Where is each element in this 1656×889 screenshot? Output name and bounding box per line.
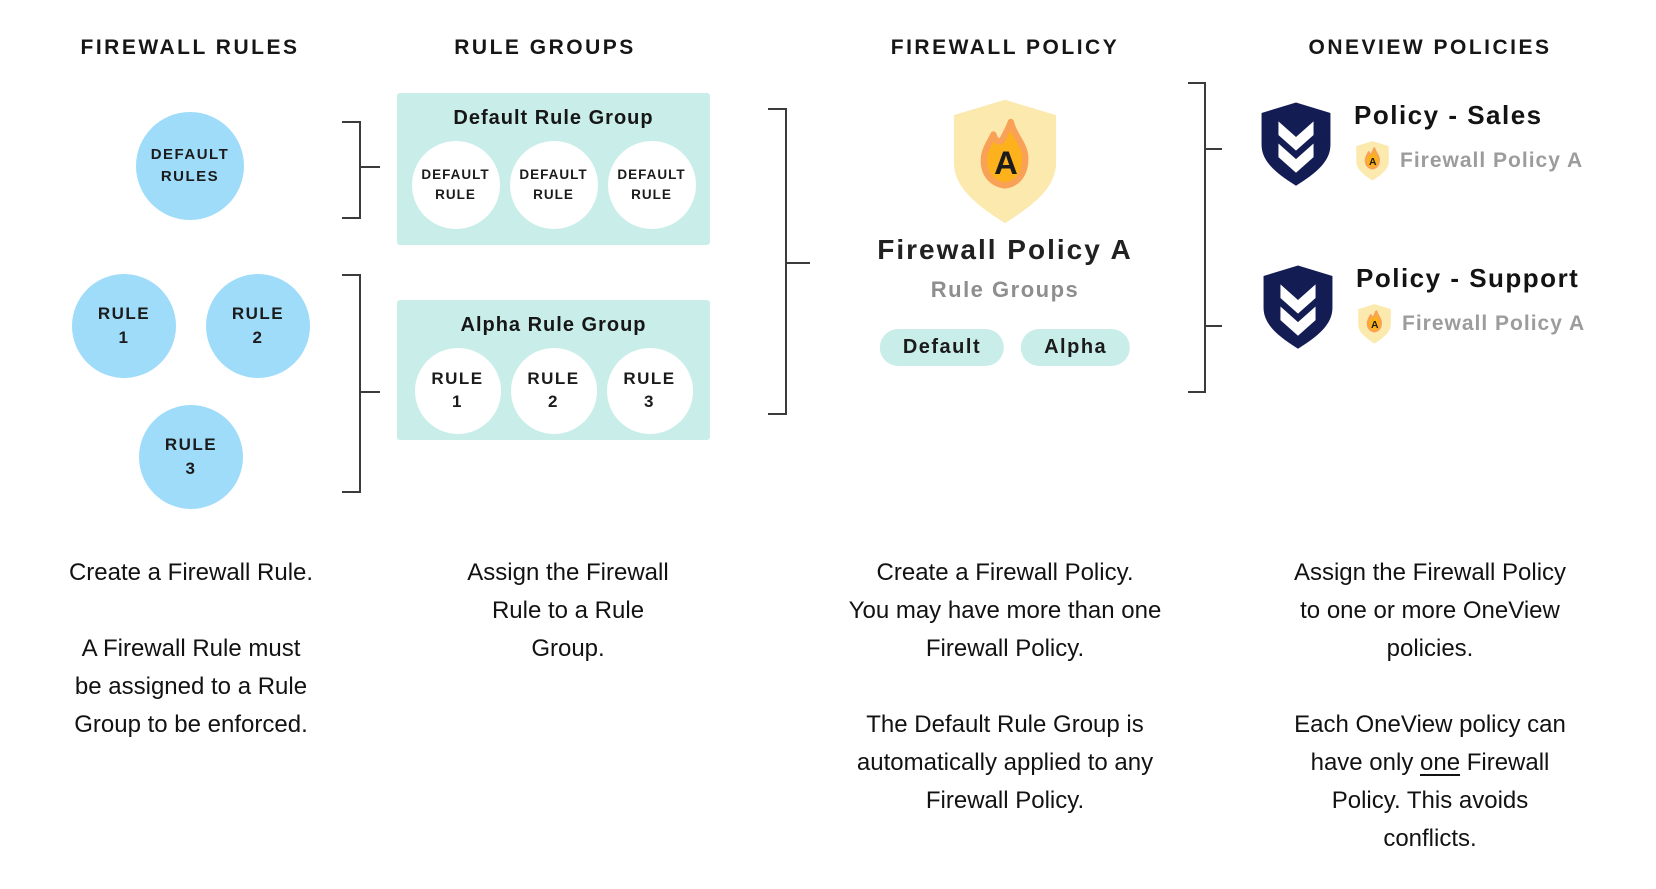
caption-oneview-policies: Assign the Firewall Policy to one or mor… bbox=[1293, 559, 1567, 852]
policy-support-title: Policy - Support bbox=[1356, 263, 1580, 293]
rule-3-group-circle: RULE 3 bbox=[606, 348, 693, 434]
column-header-oneview-policies: ONEVIEW POLICIES bbox=[1308, 36, 1552, 59]
policy-letter: A bbox=[994, 144, 1018, 181]
default-rule-group-box: Default Rule Group DEFAULT RULE DEFAULT … bbox=[397, 93, 710, 245]
rule-3-circle: RULE 3 bbox=[139, 405, 243, 509]
default-rule-circle: DEFAULT RULE bbox=[411, 141, 500, 229]
alpha-rule-group-box: Alpha Rule Group RULE 1 RULE 2 RULE 3 bbox=[397, 300, 710, 440]
rule-groups-subtitle: Rule Groups bbox=[930, 277, 1080, 302]
column-header-firewall-policy: FIREWALL POLICY bbox=[890, 36, 1120, 59]
linked-firewall-policy-label: Firewall Policy A bbox=[1400, 148, 1584, 172]
bracket-groups-to-policy bbox=[768, 108, 810, 415]
rule-2-circle: RULE 2 bbox=[206, 274, 310, 378]
column-header-rule-groups: RULE GROUPS bbox=[454, 36, 636, 59]
firewall-policy-shield-icon: A bbox=[953, 99, 1057, 224]
policy-sales-title: Policy - Sales bbox=[1354, 100, 1543, 130]
column-header-firewall-rules: FIREWALL RULES bbox=[80, 36, 300, 59]
oneview-policy-support: Policy - Support A Firewall Policy A bbox=[1259, 261, 1585, 352]
alpha-rule-group-title: Alpha Rule Group bbox=[460, 314, 647, 336]
svg-text:A: A bbox=[1369, 157, 1377, 168]
rule-1-circle: RULE 1 bbox=[72, 274, 176, 378]
oneview-shield-icon bbox=[1261, 102, 1331, 186]
oneview-policy-sales: Policy - Sales A Firewall Policy A bbox=[1257, 98, 1583, 189]
default-rule-circle: DEFAULT RULE bbox=[607, 141, 696, 229]
rule-group-pills: Default Alpha bbox=[879, 329, 1131, 366]
double-chevron-down-icon bbox=[1278, 121, 1314, 151]
linked-firewall-policy-label: Firewall Policy A bbox=[1402, 311, 1586, 335]
alpha-rule-group-circles: RULE 1 RULE 2 RULE 3 bbox=[414, 348, 693, 434]
svg-text:A: A bbox=[1371, 320, 1379, 331]
flame-icon bbox=[980, 118, 1029, 189]
mini-firewall-policy-shield-icon: A bbox=[1358, 304, 1391, 344]
caption-firewall-rules: Create a Firewall Rule. A Firewall Rule … bbox=[68, 559, 314, 738]
bracket-default-rules-to-default-group bbox=[342, 121, 380, 219]
double-chevron-down-icon bbox=[1280, 284, 1316, 314]
underlined-one: one bbox=[1420, 749, 1461, 776]
rule-2-group-circle: RULE 2 bbox=[510, 348, 597, 434]
default-rule-group-circles: DEFAULT RULE DEFAULT RULE DEFAULT RULE bbox=[411, 141, 696, 229]
caption-firewall-policy: Create a Firewall Policy. You may have m… bbox=[848, 559, 1162, 814]
rule-1-group-circle: RULE 1 bbox=[414, 348, 501, 434]
default-pill: Default bbox=[879, 329, 1005, 366]
caption-rule-groups: Assign the Firewall Rule to a Rule Group… bbox=[467, 559, 669, 662]
default-rule-group-title: Default Rule Group bbox=[453, 107, 654, 129]
alpha-pill: Alpha bbox=[1021, 329, 1131, 366]
oneview-shield-icon bbox=[1263, 265, 1333, 349]
bracket-rules-to-alpha-group bbox=[342, 274, 380, 493]
firewall-policy-title: Firewall Policy A bbox=[877, 234, 1133, 265]
default-rule-circle: DEFAULT RULE bbox=[509, 141, 598, 229]
default-rules-circle: DEFAULT RULES bbox=[136, 112, 244, 220]
bracket-policy-to-oneview bbox=[1188, 82, 1222, 393]
mini-firewall-policy-shield-icon: A bbox=[1356, 141, 1389, 181]
